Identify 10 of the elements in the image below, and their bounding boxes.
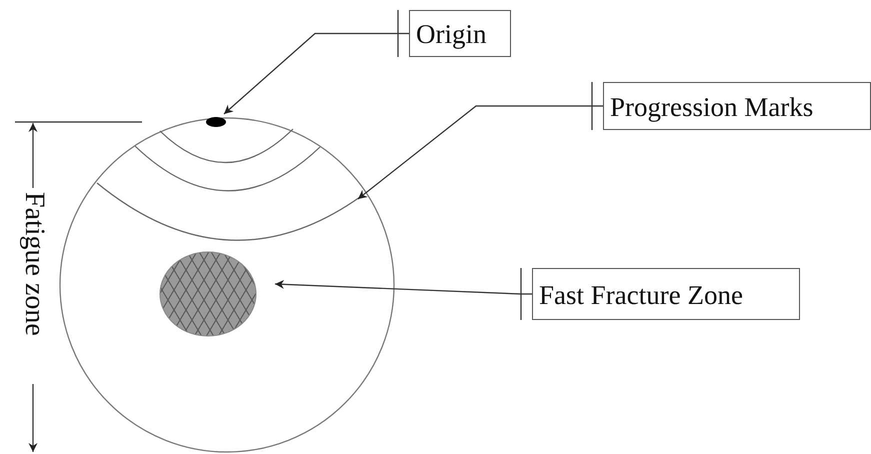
progression-mark-arc — [96, 182, 360, 241]
leader-line — [357, 81, 604, 200]
origin-dot — [206, 117, 226, 127]
dimension-label: Fatigue zone — [18, 192, 50, 336]
leader-line — [223, 9, 410, 115]
callout-label: Progression Marks — [603, 82, 871, 130]
callout-label: Origin — [409, 10, 511, 57]
fast-fracture-zone — [160, 252, 256, 336]
callout-label: Fast Fracture Zone — [532, 268, 800, 320]
leader-line — [274, 267, 533, 321]
